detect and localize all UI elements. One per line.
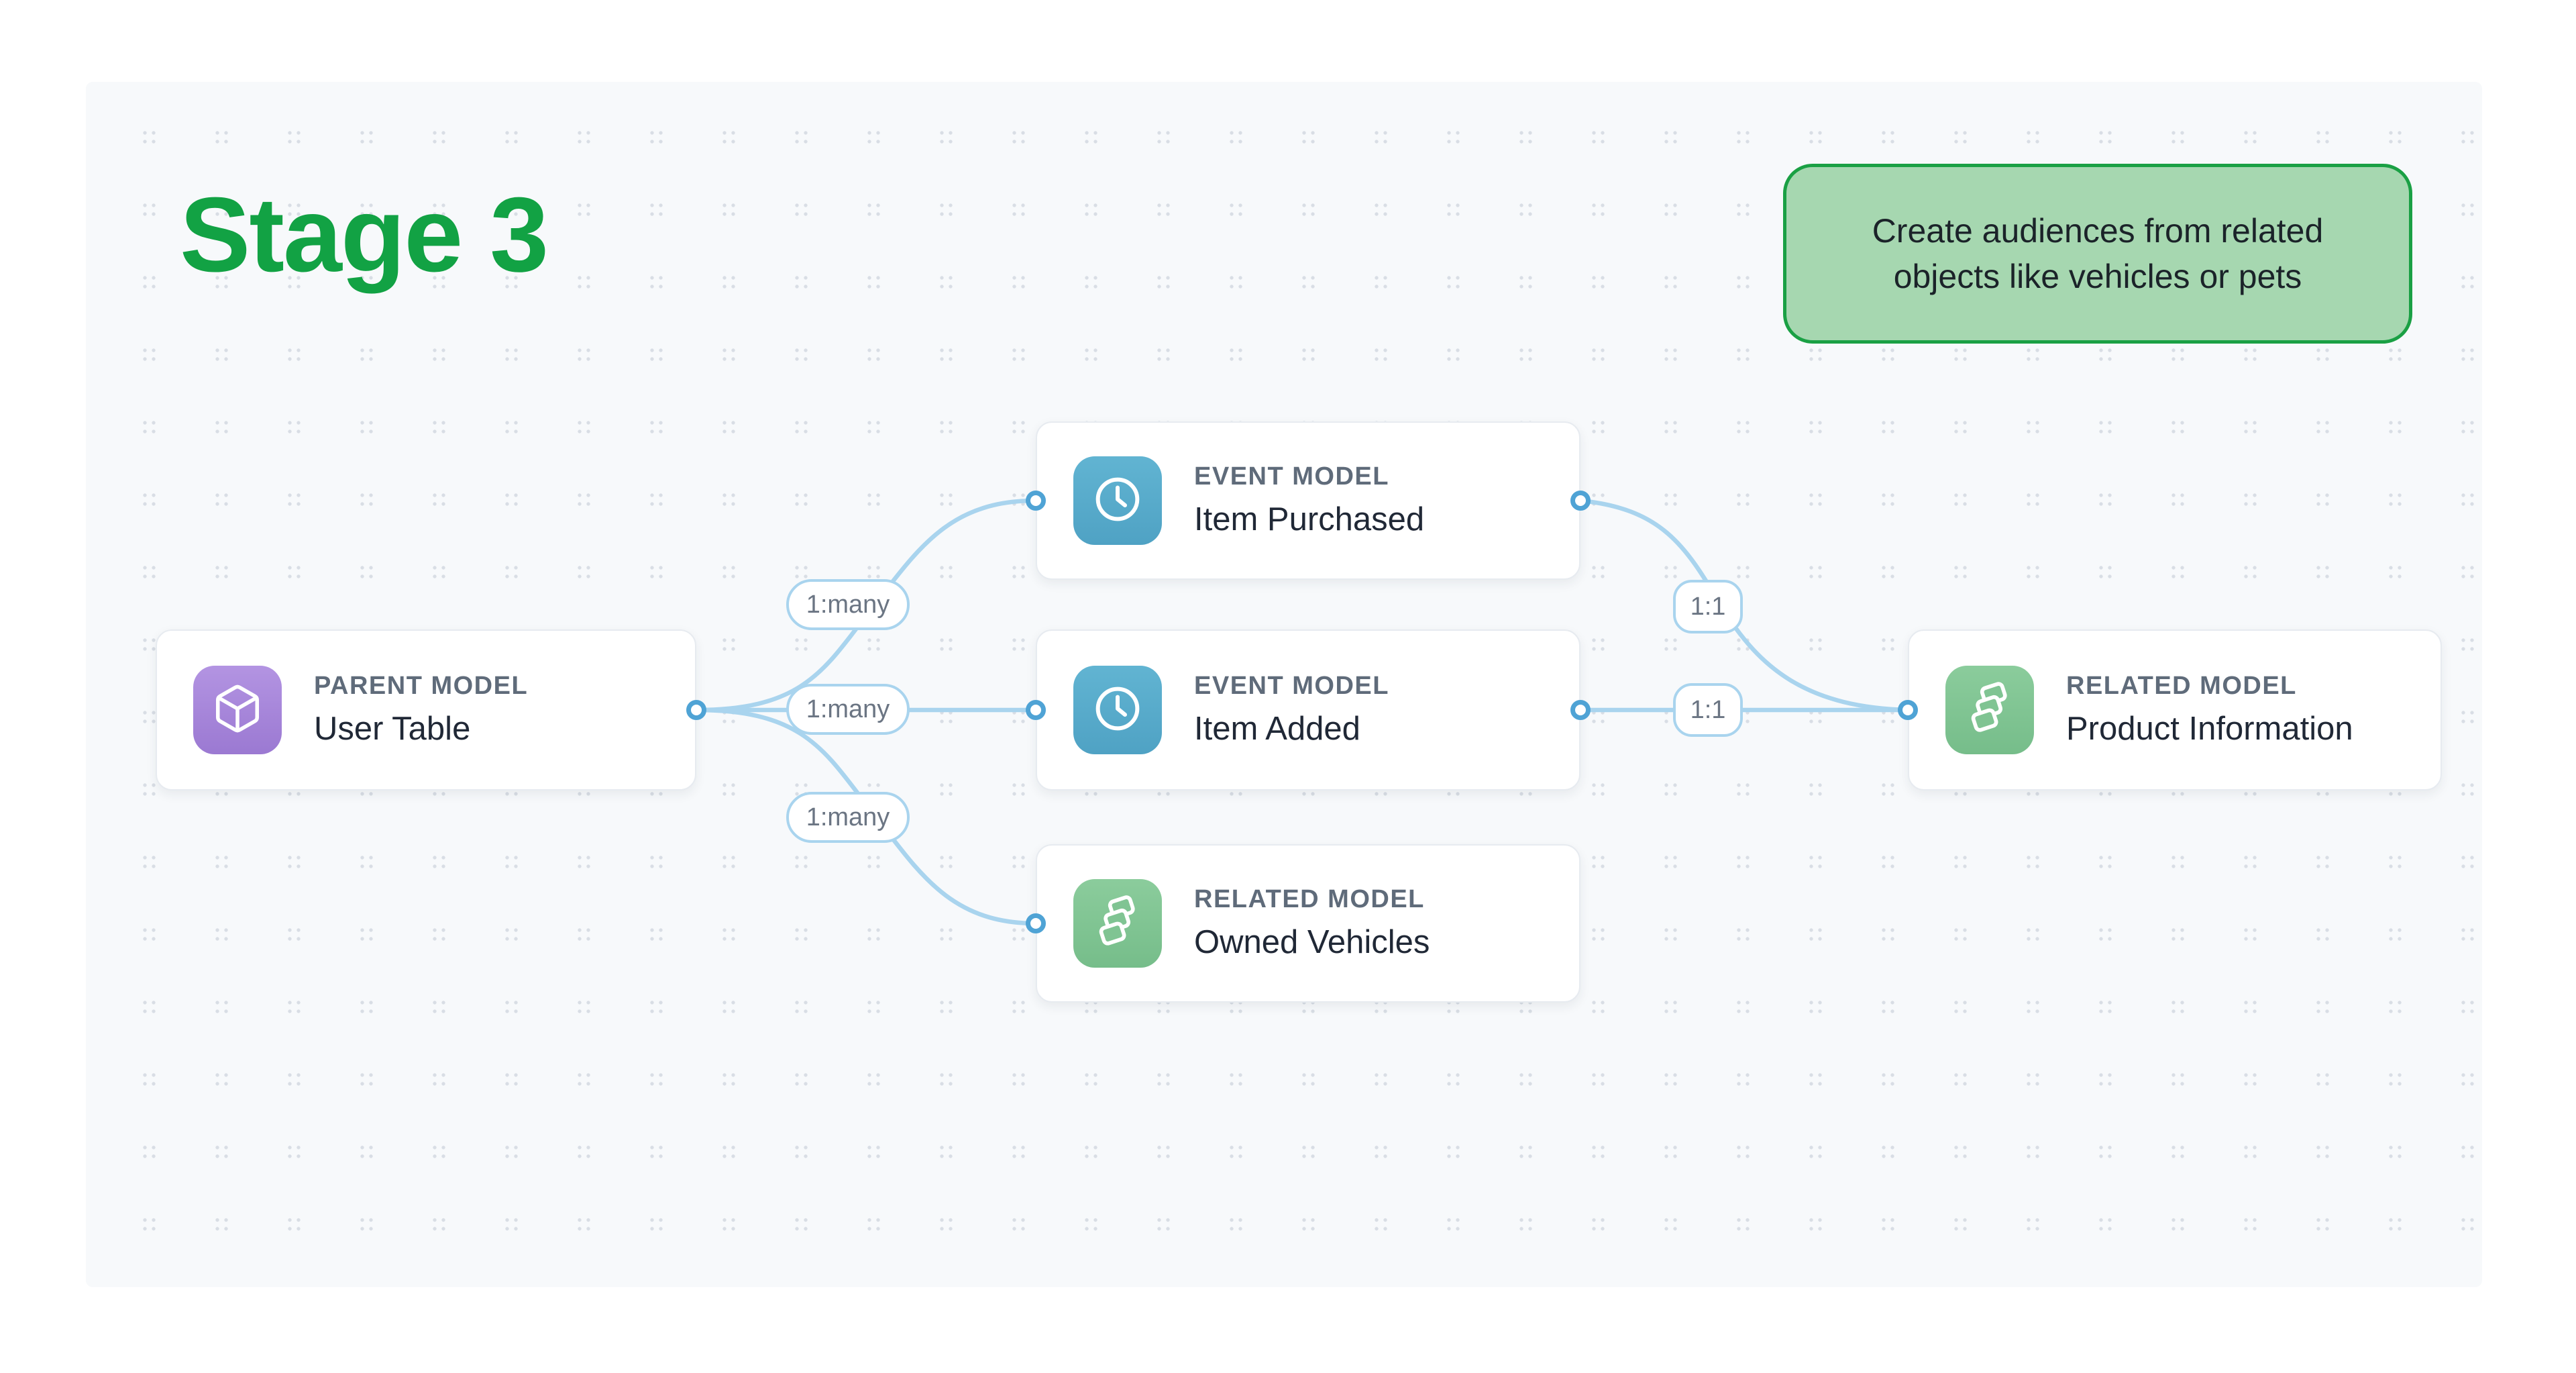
node-name: Item Added — [1194, 711, 1360, 748]
page-title: Stage 3 — [180, 176, 549, 294]
edge-label-text: 1:1 — [1690, 592, 1726, 621]
edge-label-item-purchased-product-information: 1:1 — [1673, 580, 1743, 633]
stack-icon — [1091, 895, 1144, 952]
model-icon-tile — [1073, 879, 1162, 968]
model-icon-tile — [1073, 456, 1162, 545]
stack-icon — [1963, 681, 2017, 739]
edge-label-text: 1:1 — [1690, 695, 1726, 724]
node-type-label: EVENT MODEL — [1194, 672, 1389, 701]
port-item-added-in[interactable] — [1026, 700, 1046, 720]
port-parent-out[interactable] — [686, 700, 706, 720]
node-related-product-information[interactable]: RELATED MODEL Product Information — [1908, 629, 2442, 791]
node-type-label: PARENT MODEL — [314, 672, 529, 701]
edge-label-parent-item-added: 1:many — [786, 684, 910, 735]
edge-label-text: 1:many — [806, 590, 890, 619]
callout-line: Create audiences from related — [1872, 212, 2324, 250]
node-type-label: RELATED MODEL — [1194, 885, 1425, 914]
edge-item-purchased-to-product-information — [1578, 498, 1911, 713]
node-event-item-purchased[interactable]: EVENT MODEL Item Purchased — [1036, 421, 1580, 580]
edge-label-text: 1:many — [806, 695, 890, 723]
callout-line: objects like vehicles or pets — [1893, 258, 2302, 295]
port-item-added-out[interactable] — [1570, 700, 1591, 720]
node-name: Product Information — [2066, 711, 2353, 748]
node-type-label: EVENT MODEL — [1194, 462, 1389, 491]
port-product-information-in[interactable] — [1898, 700, 1918, 720]
clock-icon — [1091, 682, 1144, 739]
node-related-owned-vehicles[interactable]: RELATED MODEL Owned Vehicles — [1036, 844, 1580, 1003]
edge-label-text: 1:many — [806, 803, 890, 831]
port-item-purchased-in[interactable] — [1026, 491, 1046, 511]
node-name: Item Purchased — [1194, 501, 1425, 538]
edge-label-item-added-product-information: 1:1 — [1673, 683, 1743, 737]
node-name: Owned Vehicles — [1194, 924, 1430, 961]
node-name: User Table — [314, 711, 471, 748]
port-item-purchased-out[interactable] — [1570, 491, 1591, 511]
cube-icon — [211, 682, 264, 738]
node-type-label: RELATED MODEL — [2066, 672, 2297, 701]
model-icon-tile — [1073, 666, 1162, 754]
model-icon-tile — [193, 666, 282, 754]
clock-icon — [1091, 472, 1144, 529]
annotation-callout: Create audiences from related objects li… — [1783, 164, 2412, 344]
port-owned-vehicles-in[interactable] — [1026, 913, 1046, 933]
node-parent-model[interactable]: PARENT MODEL User Table — [156, 629, 696, 791]
edge-label-parent-owned-vehicles: 1:many — [786, 792, 910, 843]
model-icon-tile — [1945, 666, 2034, 754]
edge-label-parent-item-purchased: 1:many — [786, 579, 910, 630]
node-event-item-added[interactable]: EVENT MODEL Item Added — [1036, 629, 1580, 791]
